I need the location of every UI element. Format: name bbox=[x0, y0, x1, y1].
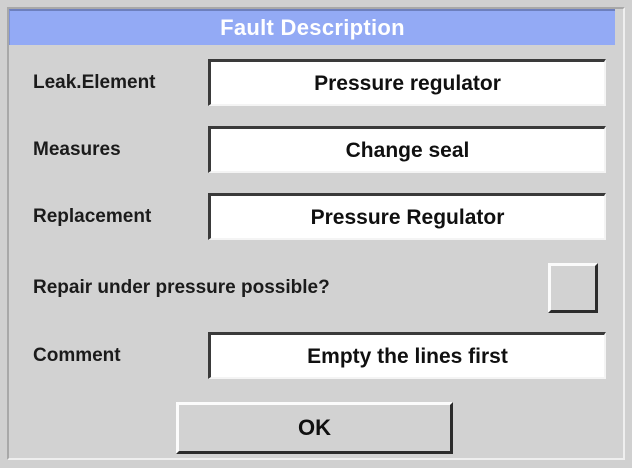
label-comment: Comment bbox=[33, 345, 121, 366]
dialog-title: Fault Description bbox=[220, 15, 405, 40]
field-measures[interactable]: Change seal bbox=[208, 126, 606, 173]
form-row-measures: Measures Change seal bbox=[9, 113, 617, 179]
form-row-replacement: Replacement Pressure Regulator bbox=[9, 180, 617, 246]
field-comment[interactable]: Empty the lines first bbox=[208, 332, 606, 379]
form-row-comment: Comment Empty the lines first bbox=[9, 315, 617, 381]
value-measures: Change seal bbox=[345, 138, 470, 162]
field-replacement[interactable]: Pressure Regulator bbox=[208, 193, 606, 240]
dialog-titlebar: Fault Description bbox=[9, 9, 615, 45]
checkbox-repair-under-pressure[interactable] bbox=[548, 263, 598, 313]
form-row-repair-under-pressure: Repair under pressure possible? bbox=[9, 247, 617, 315]
field-leak-element[interactable]: Pressure regulator bbox=[208, 59, 606, 106]
ok-button[interactable]: OK bbox=[176, 402, 453, 454]
label-measures: Measures bbox=[33, 139, 121, 160]
form-row-leak-element: Leak.Element Pressure regulator bbox=[9, 46, 617, 112]
value-replacement: Pressure Regulator bbox=[310, 205, 505, 229]
label-leak-element: Leak.Element bbox=[33, 72, 156, 93]
ok-button-label: OK bbox=[298, 415, 331, 440]
value-leak-element: Pressure regulator bbox=[314, 71, 501, 95]
label-replacement: Replacement bbox=[33, 206, 152, 227]
value-comment: Empty the lines first bbox=[307, 344, 508, 368]
label-repair-under-pressure: Repair under pressure possible? bbox=[33, 277, 330, 298]
dialog-form-body: Leak.Element Pressure regulator Measures… bbox=[9, 46, 617, 458]
